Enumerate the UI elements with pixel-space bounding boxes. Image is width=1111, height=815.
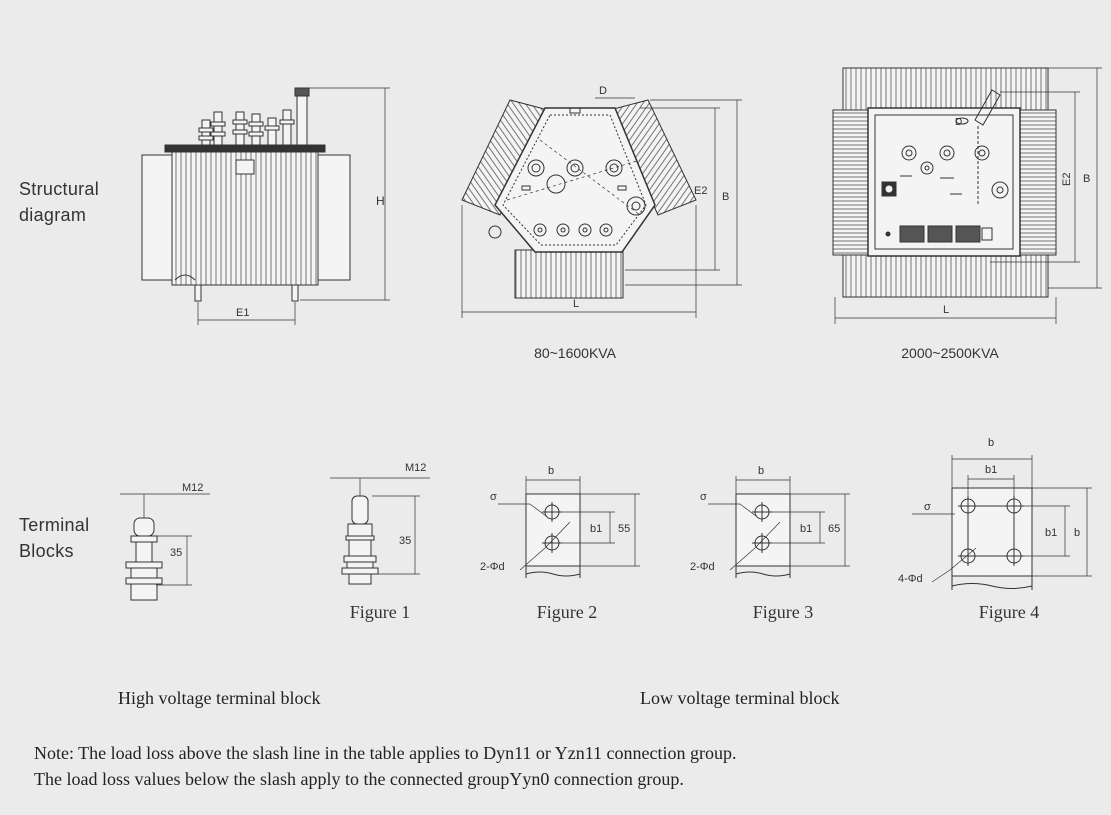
dim-E1: E1 bbox=[236, 307, 249, 319]
dim-D: D bbox=[599, 85, 607, 97]
dim-b1-fig2: b1 bbox=[590, 523, 602, 535]
dim-b-top-fig4: b bbox=[988, 437, 994, 449]
dim-H: H bbox=[376, 194, 385, 208]
structural-diagram-label: Structural diagram bbox=[19, 176, 99, 228]
caption-2000-2500kva: 2000~2500KVA bbox=[901, 345, 999, 361]
dim-L: L bbox=[573, 298, 579, 310]
dim-35-hv: 35 bbox=[170, 547, 182, 559]
sigma-fig2: σ bbox=[490, 491, 497, 503]
plan-view-small bbox=[461, 97, 742, 318]
figure-4-label: Figure 4 bbox=[978, 602, 1040, 622]
high-voltage-title: High voltage terminal block bbox=[118, 688, 321, 708]
dim-M12-fig1: M12 bbox=[405, 462, 426, 474]
plan-view-large bbox=[832, 67, 1102, 324]
note-line-1: Note: The load loss above the slash line… bbox=[34, 743, 737, 763]
note-line-2: The load loss values below the slash app… bbox=[34, 769, 684, 789]
dim-D-large: D bbox=[955, 117, 962, 128]
low-voltage-title: Low voltage terminal block bbox=[640, 688, 840, 708]
dim-65-fig3: 65 bbox=[828, 523, 840, 535]
dim-E2-large: E2 bbox=[1061, 173, 1073, 186]
figure-1-label: Figure 1 bbox=[349, 602, 411, 622]
figure-2-drawing bbox=[498, 476, 640, 578]
dim-b1-top-fig4: b1 bbox=[985, 464, 997, 476]
load-loss-note: Note: The load loss above the slash line… bbox=[34, 740, 737, 792]
caption-80-1600kva: 80~1600KVA bbox=[534, 345, 616, 361]
dim-b-side-fig4: b bbox=[1074, 527, 1080, 539]
holes-fig3: 2-Φd bbox=[690, 561, 715, 573]
dim-B: B bbox=[722, 191, 729, 203]
dim-b-fig2: b bbox=[548, 465, 554, 477]
figure-4-drawing bbox=[912, 455, 1092, 590]
figure-3-label: Figure 3 bbox=[752, 602, 814, 622]
dim-55-fig2: 55 bbox=[618, 523, 630, 535]
structural-label-line-1: Structural bbox=[19, 179, 100, 199]
hv-terminal-drawing bbox=[120, 493, 210, 601]
terminal-blocks-label: Terminal Blocks bbox=[19, 512, 89, 564]
dim-B-large: B bbox=[1083, 173, 1090, 185]
dim-b1-fig4: b1 bbox=[1045, 527, 1057, 539]
dim-35-fig1: 35 bbox=[399, 535, 411, 547]
figure-2-label: Figure 2 bbox=[536, 602, 598, 622]
holes-fig4: 4-Φd bbox=[898, 573, 923, 585]
figure-1-drawing bbox=[330, 477, 430, 585]
dim-E2: E2 bbox=[694, 185, 707, 197]
dim-b-fig3: b bbox=[758, 465, 764, 477]
dim-L-large: L bbox=[943, 304, 949, 316]
dim-b1-fig3: b1 bbox=[800, 523, 812, 535]
figure-3-drawing bbox=[708, 476, 850, 578]
structural-label-line-2: diagram bbox=[19, 205, 87, 225]
dim-M12-hv: M12 bbox=[182, 482, 203, 494]
sigma-fig3: σ bbox=[700, 491, 707, 503]
terminal-label-line-2: Blocks bbox=[19, 541, 74, 561]
holes-fig2: 2-Φd bbox=[480, 561, 505, 573]
transformer-side-view bbox=[141, 87, 390, 325]
terminal-label-line-1: Terminal bbox=[19, 515, 90, 535]
sigma-fig4: σ bbox=[924, 501, 931, 513]
